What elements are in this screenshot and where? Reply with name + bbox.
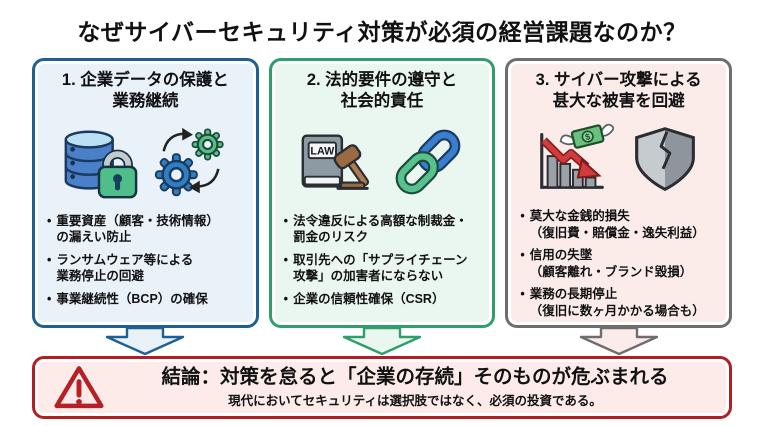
pillars-row: 1. 企業データの保護と 業務継続 [32, 58, 733, 328]
bullet-marker: • [520, 209, 525, 223]
flow-arrows-row [32, 328, 732, 355]
bullet-text: 法令違反による高額な制裁金・ 罰金のリスク [293, 213, 468, 245]
bullet-item: • 企業の信頼性確保（CSR） [284, 291, 485, 308]
bullet-text: 信用の失墜 （顧客離れ・ブランド毀損） [529, 248, 693, 279]
conclusion-subline: 現代においてセキュリティは選択肢ではなく、必須の投資である。 [228, 394, 602, 409]
bullet-marker: • [520, 287, 525, 301]
loss-chart-icon: $ [539, 124, 614, 190]
arrow-cell [32, 328, 259, 355]
bullet-item: • 法令違反による高額な制裁金・ 罰金のリスク [284, 213, 485, 246]
down-arrow-green-icon [342, 328, 422, 355]
money-symbol: $ [584, 132, 591, 143]
pillar-icons: $ [508, 117, 729, 204]
bullet-text: 事業継続性（BCP）の確保 [56, 291, 208, 306]
sync-gears-icon [155, 127, 224, 197]
bullet-marker: • [47, 252, 52, 267]
chain-link-icon [395, 129, 461, 195]
pillar-bullets: • 重要資産（顧客・技術情報） の漏えい防止 • ランサムウェア等による 業務停止の… [35, 213, 256, 314]
pillar-heading: 1. 企業データの保護と 業務継続 [61, 71, 229, 111]
bullet-item: • ランサムウェア等による 業務停止の回避 [47, 252, 248, 285]
bullet-item: • 信用の失墜 （顧客離れ・ブランド毀損） [520, 247, 721, 280]
pillar-heading: 3. サイバー攻撃による 甚大な被害を回避 [535, 71, 702, 111]
conclusion-headline: 結論：対策を怠ると「企業の存続」そのものが危ぶまれる [161, 365, 669, 388]
bullet-text: 取引先への「サプライチェーン 攻撃」の加害者にならない [293, 252, 468, 284]
conclusion-banner: 結論：対策を怠ると「企業の存続」そのものが危ぶまれる 現代においてセキュリティは… [32, 356, 732, 419]
pillar-icons [35, 117, 256, 209]
arrow-cell [269, 328, 496, 355]
conclusion-text: 結論：対策を怠ると「企業の存続」そのものが危ぶまれる 現代においてセキュリティは… [117, 366, 713, 409]
pillar-heading: 2. 法的要件の遵守と 社会的責任 [306, 71, 458, 111]
law-gavel-icon: LAW [301, 134, 370, 190]
bullet-text: 莫大な金銭的損失 （復旧費・賠償金・逸失利益） [529, 209, 705, 240]
bullet-text: 重要資産（顧客・技術情報） の漏えい防止 [56, 213, 219, 245]
warning-icon [54, 365, 104, 408]
bullet-item: • 莫大な金銭的損失 （復旧費・賠償金・逸失利益） [520, 208, 721, 241]
page-title: なぜサイバーセキュリティ対策が必須の経営課題なのか？ [77, 19, 687, 45]
pillar-bullets: • 莫大な金銭的損失 （復旧費・賠償金・逸失利益） • 信用の失墜 （顧客離れ・ブラ… [508, 208, 729, 325]
bullet-item: • 取引先への「サプライチェーン 攻撃」の加害者にならない [284, 252, 485, 285]
database-lock-icon [64, 130, 138, 199]
down-arrow-gray-icon [579, 328, 658, 355]
bullet-marker: • [520, 248, 525, 262]
pillar-card-damage-avoidance: 3. サイバー攻撃による 甚大な被害を回避 $ [505, 58, 733, 328]
down-arrow-blue-icon [106, 328, 185, 355]
bullet-item: • 業務の長期停止 （復旧に数ヶ月かかる場合も） [520, 286, 721, 319]
bullet-text: ランサムウェア等による 業務停止の回避 [56, 252, 194, 284]
broken-shield-icon [634, 127, 695, 192]
bullet-marker: • [283, 252, 289, 267]
bullet-marker: • [47, 291, 52, 306]
pillar-card-data-protection: 1. 企業データの保護と 業務継続 [32, 58, 259, 328]
bullet-marker: • [283, 291, 289, 306]
bullet-text: 業務の長期停止 （復旧に数ヶ月かかる場合も） [529, 287, 705, 318]
pillar-card-legal-compliance: 2. 法的要件の遵守と 社会的責任 LAW [268, 58, 496, 328]
bullet-marker: • [283, 213, 289, 228]
bullet-marker: • [47, 213, 52, 228]
pillar-icons: LAW [272, 117, 493, 209]
law-book-label: LAW [310, 146, 335, 158]
arrow-cell [505, 328, 732, 355]
bullet-item: • 重要資産（顧客・技術情報） の漏えい防止 [47, 213, 248, 246]
pillar-bullets: • 法令違反による高額な制裁金・ 罰金のリスク • 取引先への「サプライチェーン 攻… [272, 213, 493, 314]
bullet-item: • 事業継続性（BCP）の確保 [47, 291, 248, 308]
bullet-text: 企業の信頼性確保（CSR） [293, 291, 445, 306]
